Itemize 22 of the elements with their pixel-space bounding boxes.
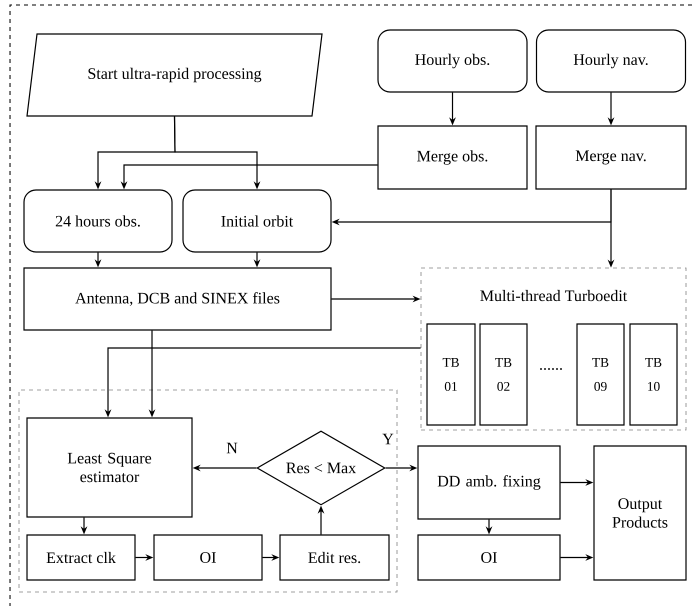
thread-box: TB 10 bbox=[629, 323, 678, 426]
process-box: Edit res. bbox=[279, 534, 390, 581]
thread-box: TB 02 bbox=[479, 323, 528, 426]
process-box: Extract clk bbox=[26, 534, 136, 581]
process-box: OI bbox=[153, 534, 263, 581]
thread-box: TB 01 bbox=[426, 323, 476, 426]
process-box: Antenna, DCB and SINEX files bbox=[23, 267, 332, 331]
ellipsis: ...... bbox=[540, 368, 562, 370]
edge-label: N bbox=[224, 441, 240, 455]
process-box: Merge obs. bbox=[377, 125, 528, 190]
rounded-box: Initial orbit bbox=[182, 189, 332, 253]
input-parallelogram: Start ultra-rapid processing bbox=[26, 33, 323, 117]
process-box: DD amb. fixing bbox=[417, 445, 561, 520]
rounded-box: Hourly nav. bbox=[536, 29, 686, 93]
process-box: Merge nav. bbox=[535, 125, 687, 190]
rounded-box: Hourly obs. bbox=[377, 29, 528, 93]
thread-box: TB 09 bbox=[576, 323, 625, 426]
process-box: Output Products bbox=[593, 445, 687, 581]
process-box: Least Square estimator bbox=[26, 417, 193, 518]
dashed-group bbox=[18, 390, 398, 592]
rounded-box: 24 hours obs. bbox=[23, 189, 173, 253]
process-box: OI bbox=[417, 534, 561, 581]
